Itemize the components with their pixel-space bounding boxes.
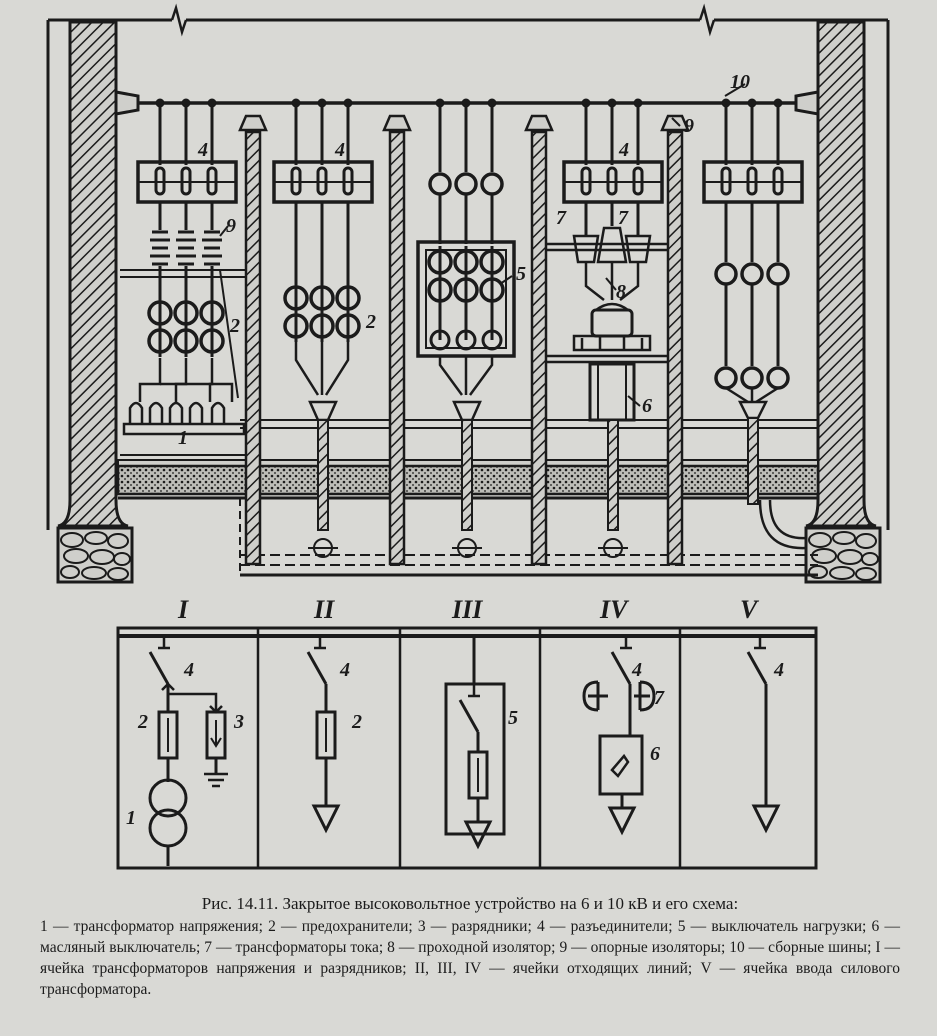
cell-label-iv: IV — [599, 595, 630, 624]
sch-label-1: 1 — [126, 807, 136, 829]
cell-label-iii: III — [451, 595, 483, 624]
sch-label-4-iv: 4 — [631, 659, 642, 681]
label-9-pillar: 9 — [684, 115, 694, 137]
label-4-cell-ii: 4 — [334, 139, 345, 161]
sch-label-3: 3 — [233, 711, 244, 733]
schematic-cell-iv — [582, 636, 656, 836]
caption-legend: 1 — трансформатор напряжения; 2 — предох… — [40, 918, 900, 998]
sch-label-4-i: 4 — [183, 659, 194, 681]
right-foundation — [804, 526, 882, 584]
label-5: 5 — [516, 263, 526, 285]
single-line-schematic — [116, 626, 818, 870]
schematic-cell-iii — [444, 636, 506, 850]
label-7-right: 7 — [618, 207, 629, 229]
sch-label-6: 6 — [650, 743, 660, 765]
support-pillars — [238, 114, 690, 566]
cell-iii-equipment — [416, 98, 516, 558]
label-8: 8 — [616, 281, 626, 303]
schematic-cell-ii — [306, 636, 341, 834]
sch-label-4-ii: 4 — [339, 659, 350, 681]
cell-i-equipment — [120, 98, 246, 456]
sch-label-2-ii: 2 — [351, 711, 362, 733]
switchgear-plan — [46, 3, 890, 584]
schematic-cell-v — [746, 636, 781, 834]
cell-v-equipment — [702, 98, 804, 505]
label-6: 6 — [642, 395, 652, 417]
cell-ii-equipment — [272, 98, 374, 558]
cell-label-ii: II — [313, 595, 335, 624]
switchgear-diagram: 4 4 4 9 2 2 5 7 7 8 6 1 9 10 — [46, 3, 890, 870]
cell-label-v: V — [740, 595, 760, 624]
label-7-left: 7 — [556, 207, 567, 229]
cell-iv-equipment — [546, 98, 668, 558]
label-10: 10 — [730, 71, 750, 93]
sch-label-2-i: 2 — [137, 711, 148, 733]
schematic-cell-i — [148, 636, 228, 866]
caption-title: Рис. 14.11. Закрытое высоковольтное устр… — [201, 894, 739, 913]
label-2-cell-ii: 2 — [365, 311, 376, 333]
sch-label-5: 5 — [508, 707, 518, 729]
label-9-cell-i: 9 — [226, 215, 236, 237]
label-4-cell-iv: 4 — [618, 139, 629, 161]
left-foundation — [56, 526, 134, 584]
label-1: 1 — [178, 427, 188, 449]
figure-caption: Рис. 14.11. Закрытое высоковольтное устр… — [40, 893, 900, 1000]
label-4-cell-i: 4 — [197, 139, 208, 161]
cell-label-i: I — [177, 595, 189, 624]
sch-label-7: 7 — [654, 687, 665, 709]
label-2-cell-i: 2 — [229, 315, 240, 337]
sch-label-4-v: 4 — [773, 659, 784, 681]
